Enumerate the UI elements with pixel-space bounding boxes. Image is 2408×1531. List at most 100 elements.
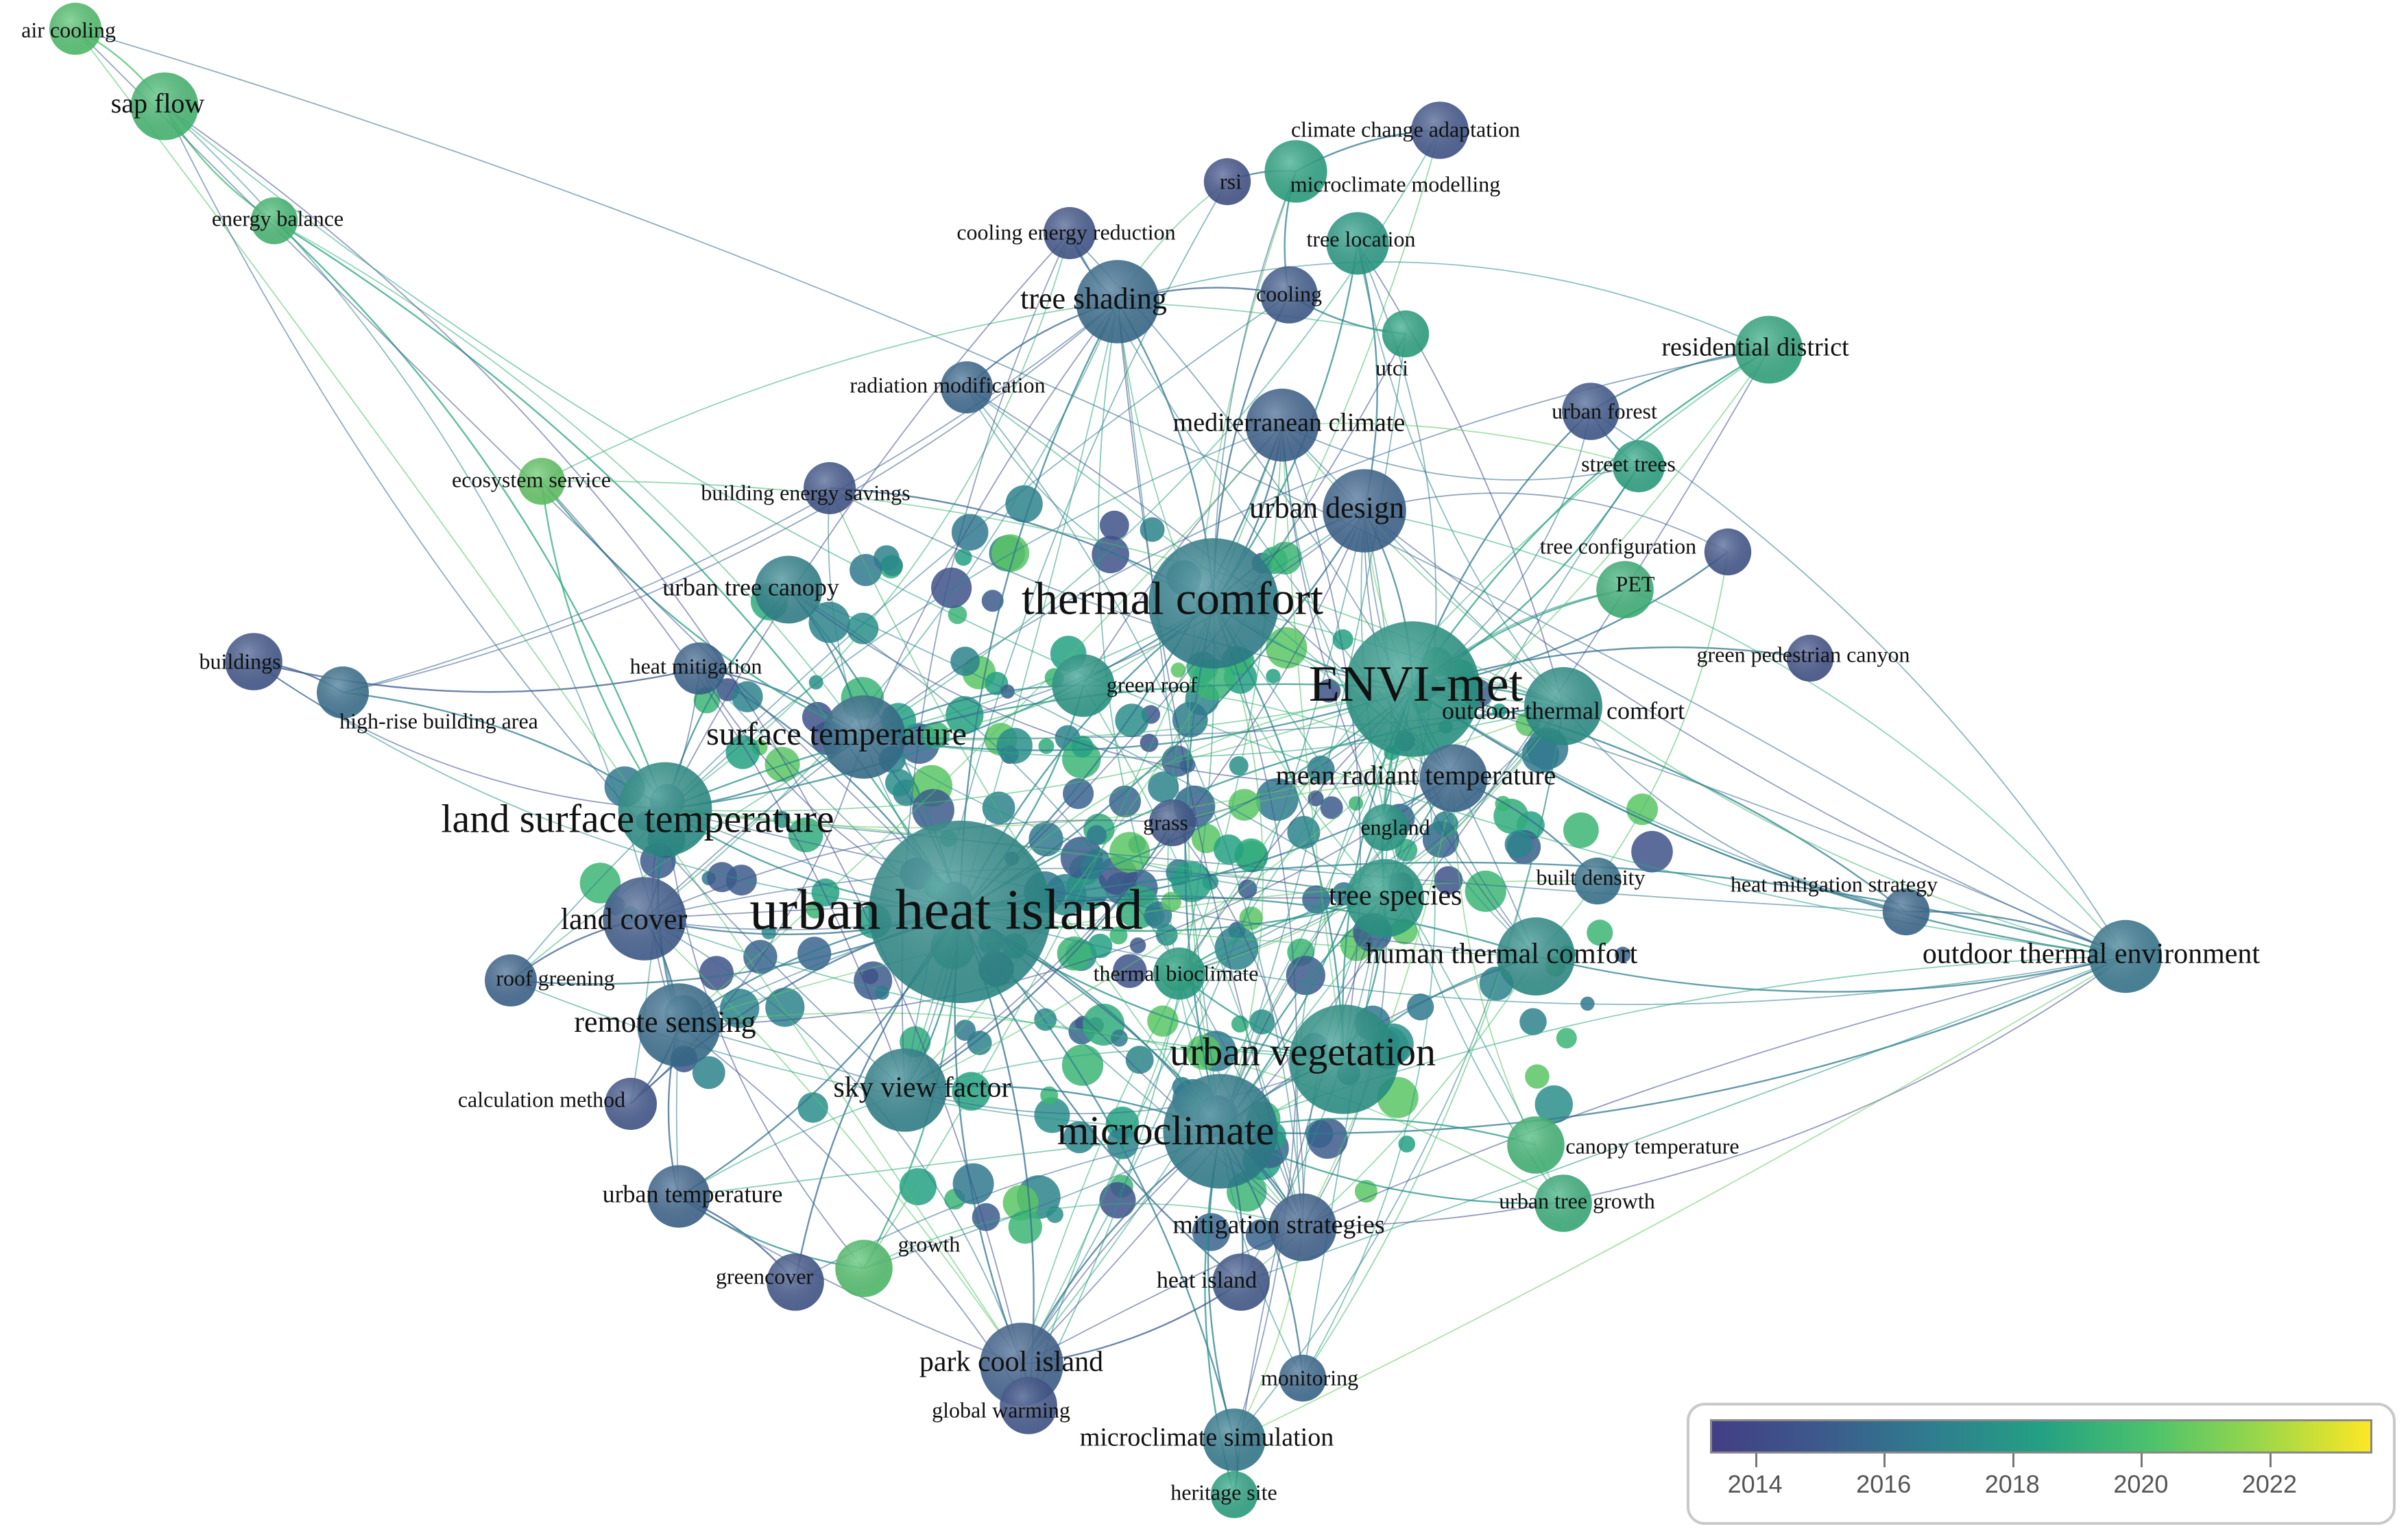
link-edge bbox=[1028, 603, 1215, 1406]
node-layer bbox=[49, 3, 2163, 1519]
legend-year-label: 2022 bbox=[2241, 1470, 2297, 1498]
node-shade bbox=[1735, 315, 1803, 384]
link-edge bbox=[664, 232, 1070, 810]
minor-node bbox=[1286, 956, 1325, 996]
label-thermal-bioclimate: thermal bioclimate bbox=[1094, 961, 1259, 985]
label-heritage-site: heritage site bbox=[1170, 1480, 1277, 1504]
minor-node bbox=[996, 727, 1033, 764]
node-shade bbox=[518, 457, 566, 505]
link-edge bbox=[1213, 603, 1297, 1440]
link-edge bbox=[678, 1131, 1221, 1197]
legend-tick bbox=[1883, 1454, 1886, 1467]
node-shade bbox=[869, 821, 1051, 1003]
link-edge bbox=[1384, 466, 1639, 899]
link-edge bbox=[1364, 510, 2126, 957]
link-edge bbox=[1212, 603, 1345, 1060]
node-shade bbox=[1212, 1253, 1270, 1311]
node-shade bbox=[1203, 158, 1251, 206]
minor-node bbox=[1587, 919, 1613, 946]
minor-node bbox=[1008, 1209, 1042, 1244]
node-shade bbox=[1279, 1354, 1327, 1402]
link-edge bbox=[253, 661, 666, 810]
node-shade bbox=[1289, 1004, 1399, 1114]
label-sap-flow: sap flow bbox=[111, 88, 205, 119]
link-edge bbox=[788, 589, 1386, 899]
label-roof-greening: roof greening bbox=[496, 965, 614, 990]
label-air-cooling: air cooling bbox=[21, 17, 116, 42]
node-shade bbox=[1148, 538, 1279, 668]
link-edge bbox=[904, 349, 1770, 1091]
link-edge bbox=[664, 808, 865, 1269]
node-shade bbox=[1419, 744, 1488, 812]
node-shade bbox=[863, 1048, 947, 1132]
label-residential-district: residential district bbox=[1661, 333, 1849, 362]
link-edge bbox=[1364, 492, 1729, 553]
label-utci: utci bbox=[1375, 355, 1408, 380]
minor-node bbox=[1519, 1008, 1547, 1035]
node-shade bbox=[605, 1078, 657, 1130]
label-cooling: cooling bbox=[1256, 281, 1322, 306]
minor-node bbox=[875, 985, 889, 1000]
node-shade bbox=[1574, 857, 1622, 905]
minor-node bbox=[692, 1056, 725, 1089]
link-edge bbox=[510, 424, 1283, 981]
node-shade bbox=[1323, 469, 1406, 553]
label-land-surface-temperature: land surface temperature bbox=[441, 796, 834, 841]
label-human-thermal-comfort: human thermal comfort bbox=[1366, 939, 1638, 970]
minor-node bbox=[899, 1168, 937, 1205]
label-urban-tree-canopy: urban tree canopy bbox=[662, 573, 839, 601]
label-monitoring: monitoring bbox=[1261, 1365, 1358, 1390]
minor-node bbox=[1354, 1180, 1377, 1203]
node-shade bbox=[1163, 1074, 1278, 1189]
label-heat-mitigation-strategy: heat mitigation strategy bbox=[1731, 871, 1938, 896]
link-edge bbox=[342, 301, 1118, 693]
node-shade bbox=[1361, 804, 1409, 852]
link-edge bbox=[1021, 349, 1770, 1365]
link-edge bbox=[510, 980, 1221, 1132]
minor-node bbox=[1266, 668, 1281, 684]
minor-node bbox=[1214, 834, 1244, 865]
label-calculation-method: calculation method bbox=[458, 1087, 625, 1111]
link-edge bbox=[664, 808, 1537, 957]
node-shade bbox=[1268, 1193, 1337, 1262]
node-shade bbox=[804, 462, 856, 514]
link-edge bbox=[644, 819, 1173, 919]
node-shade bbox=[225, 633, 282, 690]
label-outdoor-thermal-comfort: outdoor thermal comfort bbox=[1442, 697, 1685, 724]
minor-node bbox=[952, 1163, 994, 1205]
label-park-cool-island: park cool island bbox=[919, 1347, 1103, 1378]
label-growth: growth bbox=[898, 1231, 961, 1256]
minor-node bbox=[1111, 1029, 1128, 1047]
link-edge bbox=[541, 481, 906, 1091]
link-edge bbox=[966, 387, 1303, 1228]
link-edge bbox=[863, 1203, 1303, 1269]
node-shade bbox=[754, 555, 823, 624]
minor-node bbox=[1615, 946, 1631, 963]
label-tree-location: tree location bbox=[1306, 226, 1415, 251]
link-edge bbox=[1220, 955, 2126, 1135]
minor-node bbox=[1398, 1135, 1416, 1153]
link-edge bbox=[664, 232, 1070, 810]
node-shade bbox=[130, 72, 199, 141]
link-edge bbox=[1412, 688, 1907, 913]
link-edge bbox=[1083, 685, 1303, 1228]
minor-node bbox=[1034, 1097, 1070, 1133]
link-edge bbox=[1281, 424, 1639, 481]
node-shade bbox=[1346, 859, 1424, 937]
label-urban-vegetation: urban vegetation bbox=[1170, 1029, 1436, 1074]
node-shade bbox=[1210, 1471, 1258, 1519]
link-edge bbox=[664, 294, 1290, 810]
node-shade bbox=[941, 361, 993, 413]
link-edge bbox=[664, 683, 1413, 810]
label-high-rise-building-area: high-rise building area bbox=[339, 708, 538, 733]
label-global-warming: global warming bbox=[932, 1397, 1070, 1422]
label-microclimate-simulation: microclimate simulation bbox=[1080, 1423, 1334, 1452]
label-tree-shading: tree shading bbox=[1020, 282, 1167, 315]
minor-node bbox=[1229, 756, 1249, 775]
minor-node bbox=[1434, 866, 1463, 895]
link-edge bbox=[678, 777, 1454, 1026]
node-shade bbox=[1497, 917, 1575, 996]
label-urban-design: urban design bbox=[1249, 491, 1404, 525]
node-shade bbox=[1052, 654, 1115, 717]
